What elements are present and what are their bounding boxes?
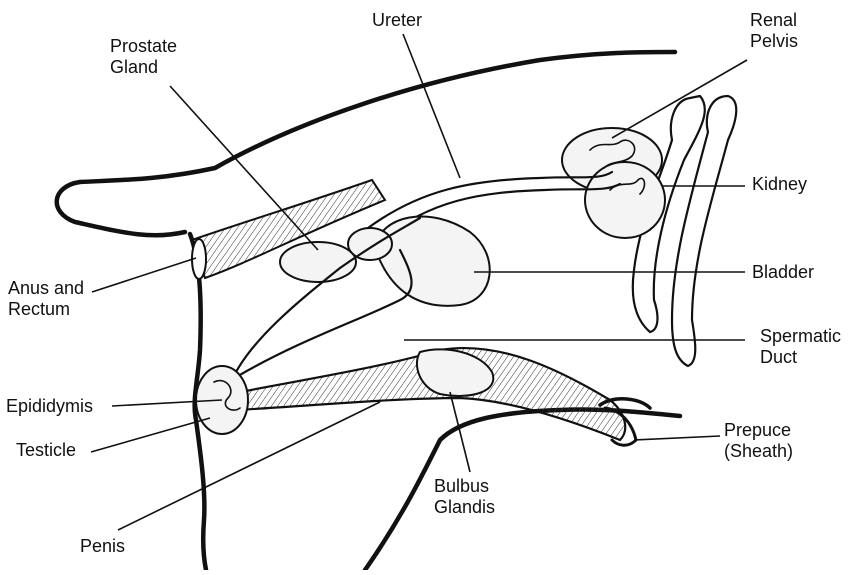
label-bladder: Bladder [752,262,814,283]
label-ureter: Ureter [372,10,422,31]
label-epididymis: Epididymis [6,396,93,417]
kidney-drawing [562,128,665,238]
label-spermatic-duct: Spermatic Duct [760,326,841,368]
label-penis: Penis [80,536,125,557]
label-anus-rectum: Anus and Rectum [8,278,84,320]
label-prepuce: Prepuce (Sheath) [724,420,793,462]
label-kidney: Kidney [752,174,807,195]
label-testicle: Testicle [16,440,76,461]
label-prostate-gland: Prostate Gland [110,36,177,78]
label-renal-pelvis: Renal Pelvis [750,10,798,52]
label-bulbus-glandis: Bulbus Glandis [434,476,495,518]
penis-drawing [225,348,650,445]
bladder-drawing [375,216,490,305]
